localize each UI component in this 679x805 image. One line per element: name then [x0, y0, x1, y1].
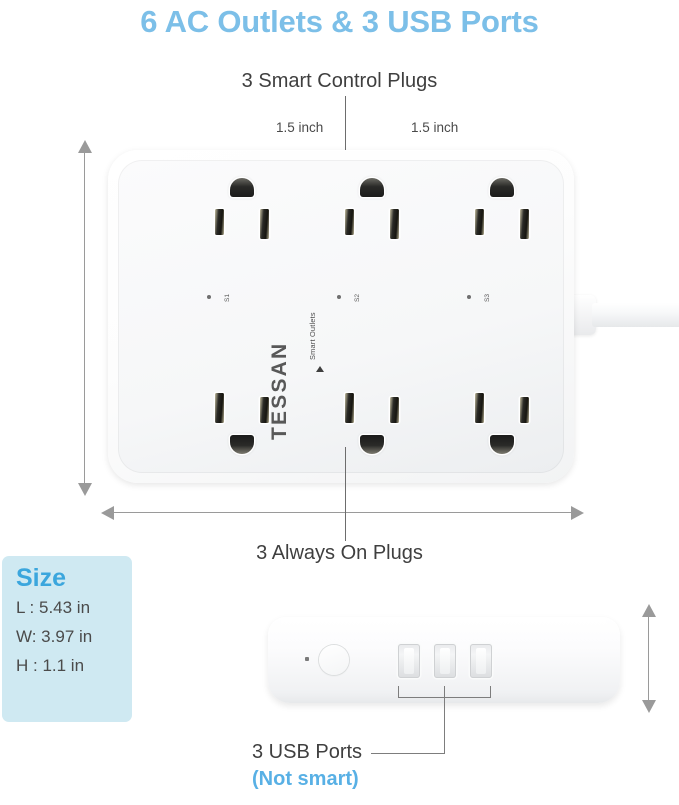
ground-pin-icon: [490, 178, 514, 197]
switch-label-s3: S3: [484, 293, 491, 302]
usb-bracket-tick-3: [490, 686, 492, 697]
ground-pin-icon: [360, 178, 384, 197]
hot-slot: [520, 397, 529, 423]
always-on-outlet-3[interactable]: [459, 376, 545, 454]
ground-pin-icon: [360, 435, 384, 454]
ground-pin-icon: [230, 178, 254, 197]
length-arrow-right: [571, 505, 584, 520]
size-info-box: Size L : 5.43 in W: 3.97 in H : 1.1 in: [2, 556, 132, 722]
hot-slot: [260, 209, 269, 239]
usb-ports-label: 3 USB Ports: [252, 741, 363, 763]
switch-label-s1: S1: [224, 293, 231, 302]
neutral-slot: [345, 209, 354, 235]
usb-bracket-tick-2: [444, 686, 446, 697]
usb-port-2[interactable]: [434, 644, 456, 678]
width-arrow-bottom: [77, 483, 92, 496]
usb-leader-stem: [444, 697, 446, 754]
size-width-row: W: 3.97 in: [16, 626, 93, 646]
ground-pin-icon: [230, 435, 254, 454]
smart-outlets-arrow-icon: [316, 366, 324, 372]
usb-leader-elbow: [371, 753, 445, 755]
power-strip-body: TESSAN Smart Outlets S1 S2 S3: [108, 150, 574, 483]
always-on-leader-line: [345, 447, 347, 541]
hot-slot: [520, 209, 529, 239]
hot-slot: [390, 209, 399, 239]
length-arrow-left: [101, 505, 114, 520]
always-on-plugs-label: 3 Always On Plugs: [256, 542, 423, 564]
usb-bracket-tick-1: [398, 686, 400, 697]
power-button[interactable]: [319, 645, 349, 675]
smart-outlet-2[interactable]: [329, 178, 415, 256]
usb-port-1[interactable]: [398, 644, 420, 678]
led-indicator-s1: [207, 295, 211, 299]
neutral-slot: [475, 209, 484, 235]
smart-control-plugs-label: 3 Smart Control Plugs: [241, 70, 438, 92]
usb-module-highlight: [280, 620, 608, 630]
switch-label-s2: S2: [354, 293, 361, 302]
usb-port-3[interactable]: [470, 644, 492, 678]
usb-height-dimension-line: [648, 612, 650, 700]
size-length-row: L : 5.43 in: [16, 597, 91, 617]
led-indicator-s3: [467, 295, 471, 299]
measurement-label-right: 1.5 inch: [411, 120, 459, 135]
always-on-outlet-2[interactable]: [329, 376, 415, 454]
hot-slot: [260, 397, 269, 423]
usb-height-arrow-top: [641, 604, 656, 617]
smart-outlet-1[interactable]: [199, 178, 285, 256]
neutral-slot: [215, 393, 224, 423]
size-box-heading: Size: [16, 564, 67, 592]
neutral-slot: [345, 393, 354, 423]
length-dimension-line: [112, 512, 572, 514]
neutral-slot: [475, 393, 484, 423]
hot-slot: [390, 397, 399, 423]
width-arrow-top: [77, 140, 92, 153]
power-led-indicator: [305, 657, 309, 661]
smart-outlets-label: Smart Outlets: [308, 312, 317, 360]
smart-outlet-3[interactable]: [459, 178, 545, 256]
always-on-outlet-1[interactable]: [199, 376, 285, 454]
led-indicator-s2: [337, 295, 341, 299]
smart-plugs-leader-line: [345, 96, 347, 183]
page-title: 6 AC Outlets & 3 USB Ports: [140, 4, 539, 39]
power-cord: [592, 303, 679, 327]
power-strip-panel: TESSAN Smart Outlets S1 S2 S3: [118, 160, 564, 473]
ground-pin-icon: [490, 435, 514, 454]
not-smart-label: (Not smart): [252, 768, 359, 790]
neutral-slot: [215, 209, 224, 235]
usb-height-arrow-bottom: [641, 700, 656, 713]
measurement-label-left: 1.5 inch: [276, 120, 324, 135]
width-dimension-line: [84, 148, 86, 484]
size-height-row: H : 1.1 in: [16, 656, 85, 676]
